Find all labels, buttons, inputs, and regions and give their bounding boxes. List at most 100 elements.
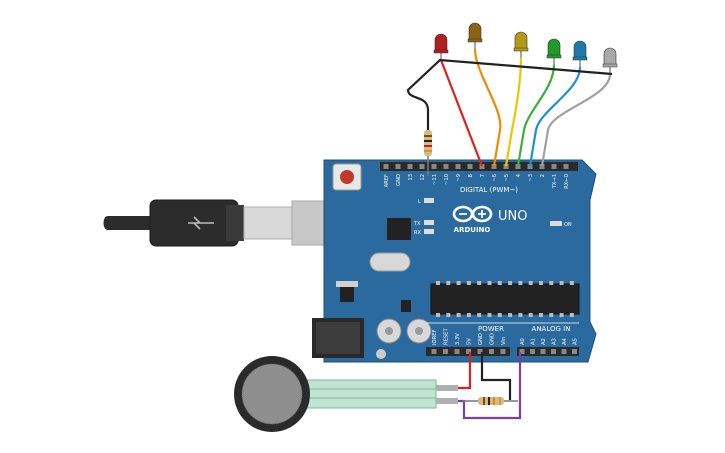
analog-pin-hole[interactable] <box>540 349 546 354</box>
atmega-chip <box>430 283 580 315</box>
digital-header <box>380 162 578 171</box>
led-signal-wire[interactable] <box>439 59 484 167</box>
digital-pin-hole[interactable] <box>395 164 401 169</box>
digital-pin-hole[interactable] <box>515 164 521 169</box>
analog-pin-label: A0 <box>520 338 526 345</box>
digital-pin-hole[interactable] <box>467 164 473 169</box>
led-signal-wire[interactable] <box>473 48 502 167</box>
led-rim <box>513 47 529 52</box>
digital-pin-label: ~11 <box>432 174 438 185</box>
power-pin-label: 5V <box>466 338 472 345</box>
digital-pin-hole[interactable] <box>455 164 461 169</box>
analog-pin-hole[interactable] <box>519 349 525 354</box>
digital-pin-label: ~5 <box>504 174 510 182</box>
digital-pin-hole[interactable] <box>479 164 485 169</box>
chip-pin <box>446 313 451 317</box>
chip-pin <box>549 313 554 317</box>
chip-pin <box>539 313 543 317</box>
analog-pin-label: A3 <box>551 338 557 345</box>
power-pin-label: GND <box>489 333 495 345</box>
led-bulb[interactable] <box>514 31 528 51</box>
digital-pin-hole[interactable] <box>407 164 413 169</box>
chip-pin <box>528 281 533 285</box>
power-pin-label: RESET <box>443 328 449 345</box>
digital-pin-label: ~9 <box>456 174 462 182</box>
led-bulb[interactable] <box>573 40 587 60</box>
led-bulb[interactable] <box>547 38 561 58</box>
digital-pin-hole[interactable] <box>383 164 389 169</box>
led-ground-wire[interactable] <box>406 58 613 130</box>
power-pin-hole[interactable] <box>477 349 483 354</box>
digital-pin-hole[interactable] <box>431 164 437 169</box>
digital-pin-label: GND <box>396 174 402 186</box>
power-label: POWER <box>478 325 504 333</box>
led-group[interactable] <box>433 22 618 167</box>
analog-pin-hole[interactable] <box>530 349 535 354</box>
digital-pin-hole[interactable] <box>503 164 509 169</box>
digital-pin-label: 7 <box>480 174 486 177</box>
tx-label: TX <box>413 221 421 227</box>
digital-pin-hole[interactable] <box>551 164 557 169</box>
analog-pin-label: A4 <box>562 337 568 345</box>
chip-pin <box>549 281 554 285</box>
power-pin-hole[interactable] <box>443 349 448 354</box>
digital-pin-hole[interactable] <box>419 164 425 169</box>
usb-cable[interactable] <box>103 199 335 247</box>
led-signal-wire[interactable] <box>516 64 556 167</box>
digital-pin-label: AREF <box>384 174 390 187</box>
chip-pin <box>497 281 502 285</box>
analog-label: ANALOG IN <box>532 325 571 333</box>
sensor-resistor[interactable] <box>462 397 518 405</box>
chip-pin <box>539 281 543 285</box>
power-pin-hole[interactable] <box>454 349 460 354</box>
led-resistor[interactable] <box>424 130 432 176</box>
led-signal-wire[interactable] <box>528 66 582 167</box>
digital-pin-hole[interactable] <box>563 164 569 169</box>
power-pin-label: GND <box>478 333 484 345</box>
chip-pin <box>456 313 461 317</box>
analog-pin-hole[interactable] <box>561 349 567 354</box>
digital-pin-hole[interactable] <box>527 164 533 169</box>
led-rim <box>433 49 449 54</box>
chip-pin <box>559 313 564 317</box>
digital-pin-label: 2 <box>540 174 546 177</box>
digital-pin-label: ~10 <box>444 174 450 185</box>
power-pin-hole[interactable] <box>489 349 494 354</box>
power-pin-hole[interactable] <box>500 349 506 354</box>
sensor-5v-wire[interactable] <box>458 352 472 390</box>
analog-pin-hole[interactable] <box>572 349 577 354</box>
chip-pin <box>569 313 574 317</box>
digital-pin-label: 12 <box>420 174 426 181</box>
power-pin-hole[interactable] <box>431 349 437 354</box>
power-pin-hole[interactable] <box>466 349 471 354</box>
on-label: ON <box>564 222 572 228</box>
digital-pin-hole[interactable] <box>443 164 449 169</box>
board-model: UNO <box>498 209 527 224</box>
rx-label: RX <box>414 230 421 236</box>
digital-pin-label: 13 <box>408 174 414 181</box>
analog-header <box>517 347 579 356</box>
digital-pin-label: 4 <box>516 173 522 177</box>
chip-pin <box>436 281 440 285</box>
chip-pin <box>497 313 502 317</box>
chip-pin <box>528 313 533 317</box>
led-signal-wire[interactable] <box>504 57 523 167</box>
led-bulb[interactable] <box>603 47 617 67</box>
chip-pin <box>487 313 492 317</box>
led-bulb[interactable] <box>468 22 482 42</box>
digital-pin-label: RX←0 <box>564 174 570 189</box>
chip-pin <box>477 281 482 285</box>
digital-pin-hole[interactable] <box>539 164 545 169</box>
chip-pin <box>559 281 564 285</box>
digital-pin-hole[interactable] <box>491 164 497 169</box>
led-signal-wire[interactable] <box>540 73 612 167</box>
led-bulb[interactable] <box>434 33 448 53</box>
analog-pin-hole[interactable] <box>551 349 556 354</box>
sensor-gnd-wire[interactable] <box>480 352 512 400</box>
led-rim <box>467 38 483 43</box>
analog-pin-label: A5 <box>572 338 578 345</box>
force-sensor[interactable] <box>234 356 458 432</box>
